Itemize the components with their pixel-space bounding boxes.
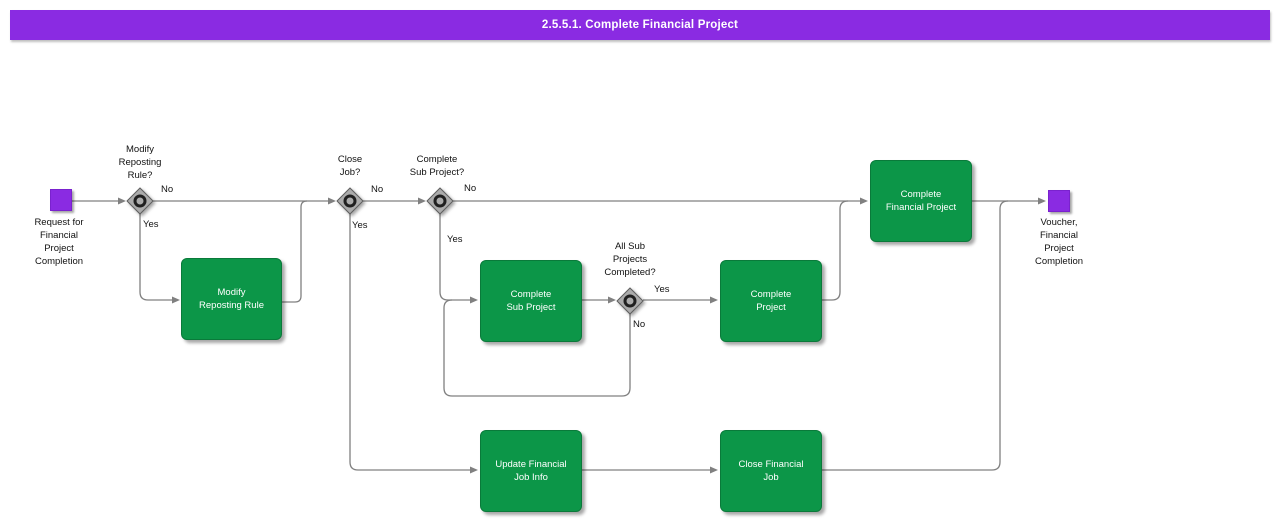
decision-complete-sub-project [426,187,454,215]
decision-all-sub-projects-completed [616,287,644,315]
arrowhead [710,466,718,474]
task-label: Complete Sub Project [506,289,556,313]
decision-label-modify-reposting-rule: Modify Reposting Rule? [118,144,162,181]
branch-label-no: No [464,183,477,194]
decision-close-job [336,187,364,215]
branch-label-yes: Yes [447,234,463,245]
branch-label-yes: Yes [143,219,159,230]
branch-label-no: No [161,184,174,195]
task-label: Complete Project [750,289,792,313]
arrowhead [710,296,718,304]
start-event-square [50,189,72,211]
arrowhead [418,197,426,205]
diagram-title-bar: 2.5.5.1. Complete Financial Project [10,10,1270,40]
task-complete-sub-project[interactable]: Complete Sub Project [480,260,582,342]
start-event-label: Request for Financial Project Completion [34,217,84,267]
decision-label-close-job: Close Job? [337,154,363,178]
edge-t3-merge [820,200,849,301]
task-label: Close Financial Job [738,459,804,483]
edge-d3-yes [439,214,470,301]
branch-label-yes: Yes [352,220,368,231]
task-modify-reposting-rule[interactable]: Modify Reposting Rule [181,258,282,340]
edge-d4-no-loop [443,299,631,397]
task-complete-financial-project[interactable]: Complete Financial Project [870,160,972,242]
branch-label-no: No [371,184,384,195]
decision-modify-reposting-rule [126,187,154,215]
end-event-label: Voucher, Financial Project Completion [1034,217,1084,267]
arrowhead [118,197,126,205]
edge-t6-merge [820,200,1009,471]
branch-label-no: No [633,319,646,330]
arrowhead [470,296,478,304]
task-complete-project[interactable]: Complete Project [720,260,822,342]
task-label: Complete Financial Project [885,189,957,213]
arrowhead [608,296,616,304]
decision-label-complete-sub-project: Complete Sub Project? [409,154,465,178]
decision-label-all-sub-projects-completed: All Sub Projects Completed? [604,241,656,278]
edge-d2-yes [349,214,470,471]
task-label: Modify Reposting Rule [199,287,264,311]
arrowhead [172,296,180,304]
arrowhead [328,197,336,205]
diagram-title: 2.5.5.1. Complete Financial Project [541,19,739,31]
end-event-square [1048,190,1070,212]
branch-label-yes: Yes [654,284,670,295]
arrowhead [1038,197,1046,205]
edge-t1-merge [280,200,308,303]
task-label: Update Financial Job Info [495,459,567,483]
arrowhead [860,197,868,205]
task-close-financial-job[interactable]: Close Financial Job [720,430,822,512]
arrowhead [470,466,478,474]
task-update-financial-job-info[interactable]: Update Financial Job Info [480,430,582,512]
edge-d1-yes [139,214,172,301]
